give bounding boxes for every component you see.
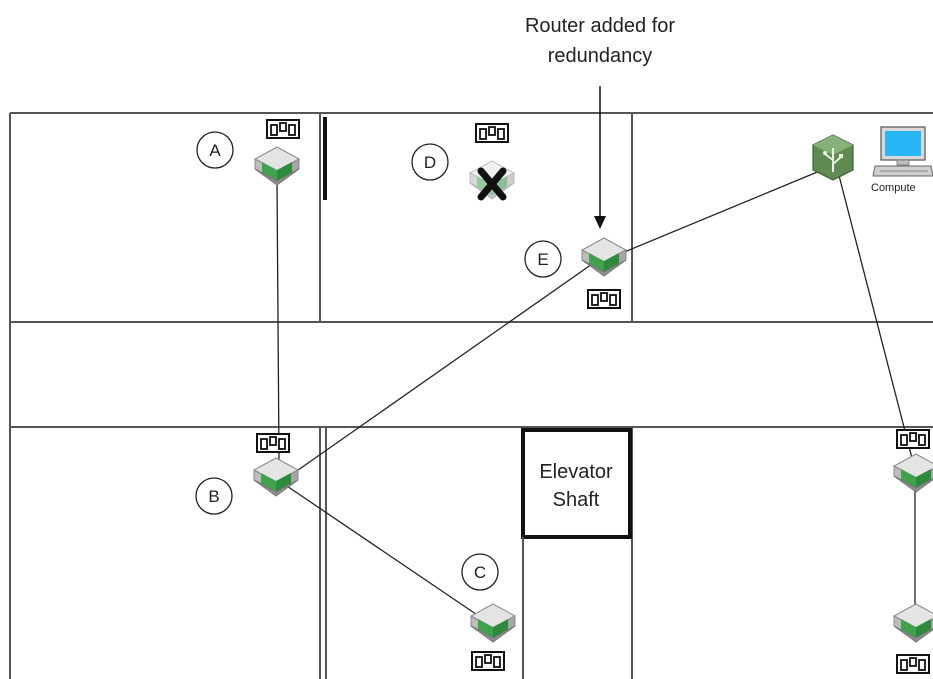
router-d-failed[interactable]: D xyxy=(411,123,515,201)
outlet-icon xyxy=(475,123,509,143)
computer-icon[interactable]: Compute xyxy=(871,126,933,194)
router-e[interactable]: E xyxy=(524,237,627,309)
floor-walls xyxy=(9,112,933,679)
link-gateway-f xyxy=(834,159,914,463)
router-b[interactable]: B xyxy=(195,433,299,515)
outlet-icon xyxy=(266,119,300,139)
router-g[interactable] xyxy=(893,603,933,674)
link-e-gateway xyxy=(604,167,828,261)
computer-label: Compute xyxy=(871,182,916,194)
elevator-label-line2: Shaft xyxy=(553,489,600,511)
outlet-icon xyxy=(471,651,505,671)
node-label-c: C xyxy=(474,563,486,582)
node-label-d: D xyxy=(424,153,436,172)
node-label-e: E xyxy=(537,250,548,269)
failed-x-icon xyxy=(477,167,507,201)
redundancy-annotation: Router added for redundancy xyxy=(525,15,675,229)
elevator-label-line1: Elevator xyxy=(539,461,613,483)
usb-gateway-icon[interactable] xyxy=(812,134,854,181)
node-label-circle-a xyxy=(196,131,234,169)
router-a[interactable]: A xyxy=(196,119,300,186)
router-f[interactable] xyxy=(893,429,933,493)
node-label-b: B xyxy=(208,487,219,506)
link-b-e xyxy=(280,254,606,483)
link-b-c xyxy=(280,481,496,628)
outlet-icon xyxy=(587,289,621,309)
network-links xyxy=(276,159,916,628)
elevator-shaft: Elevator Shaft xyxy=(521,428,632,679)
outlet-icon xyxy=(256,433,290,453)
annotation-line1: Router added for xyxy=(525,15,675,37)
node-label-circle-c xyxy=(461,553,499,591)
link-a-b xyxy=(276,179,280,461)
node-label-circle-b xyxy=(195,477,233,515)
node-label-circle-e xyxy=(524,240,562,278)
arrow-head-icon xyxy=(594,216,606,229)
outlet-icon xyxy=(896,429,930,449)
router-c[interactable]: C xyxy=(461,553,516,671)
outlet-icon xyxy=(896,654,930,674)
annotation-line2: redundancy xyxy=(548,45,653,67)
node-label-a: A xyxy=(209,141,221,160)
node-label-circle-d xyxy=(411,143,449,181)
